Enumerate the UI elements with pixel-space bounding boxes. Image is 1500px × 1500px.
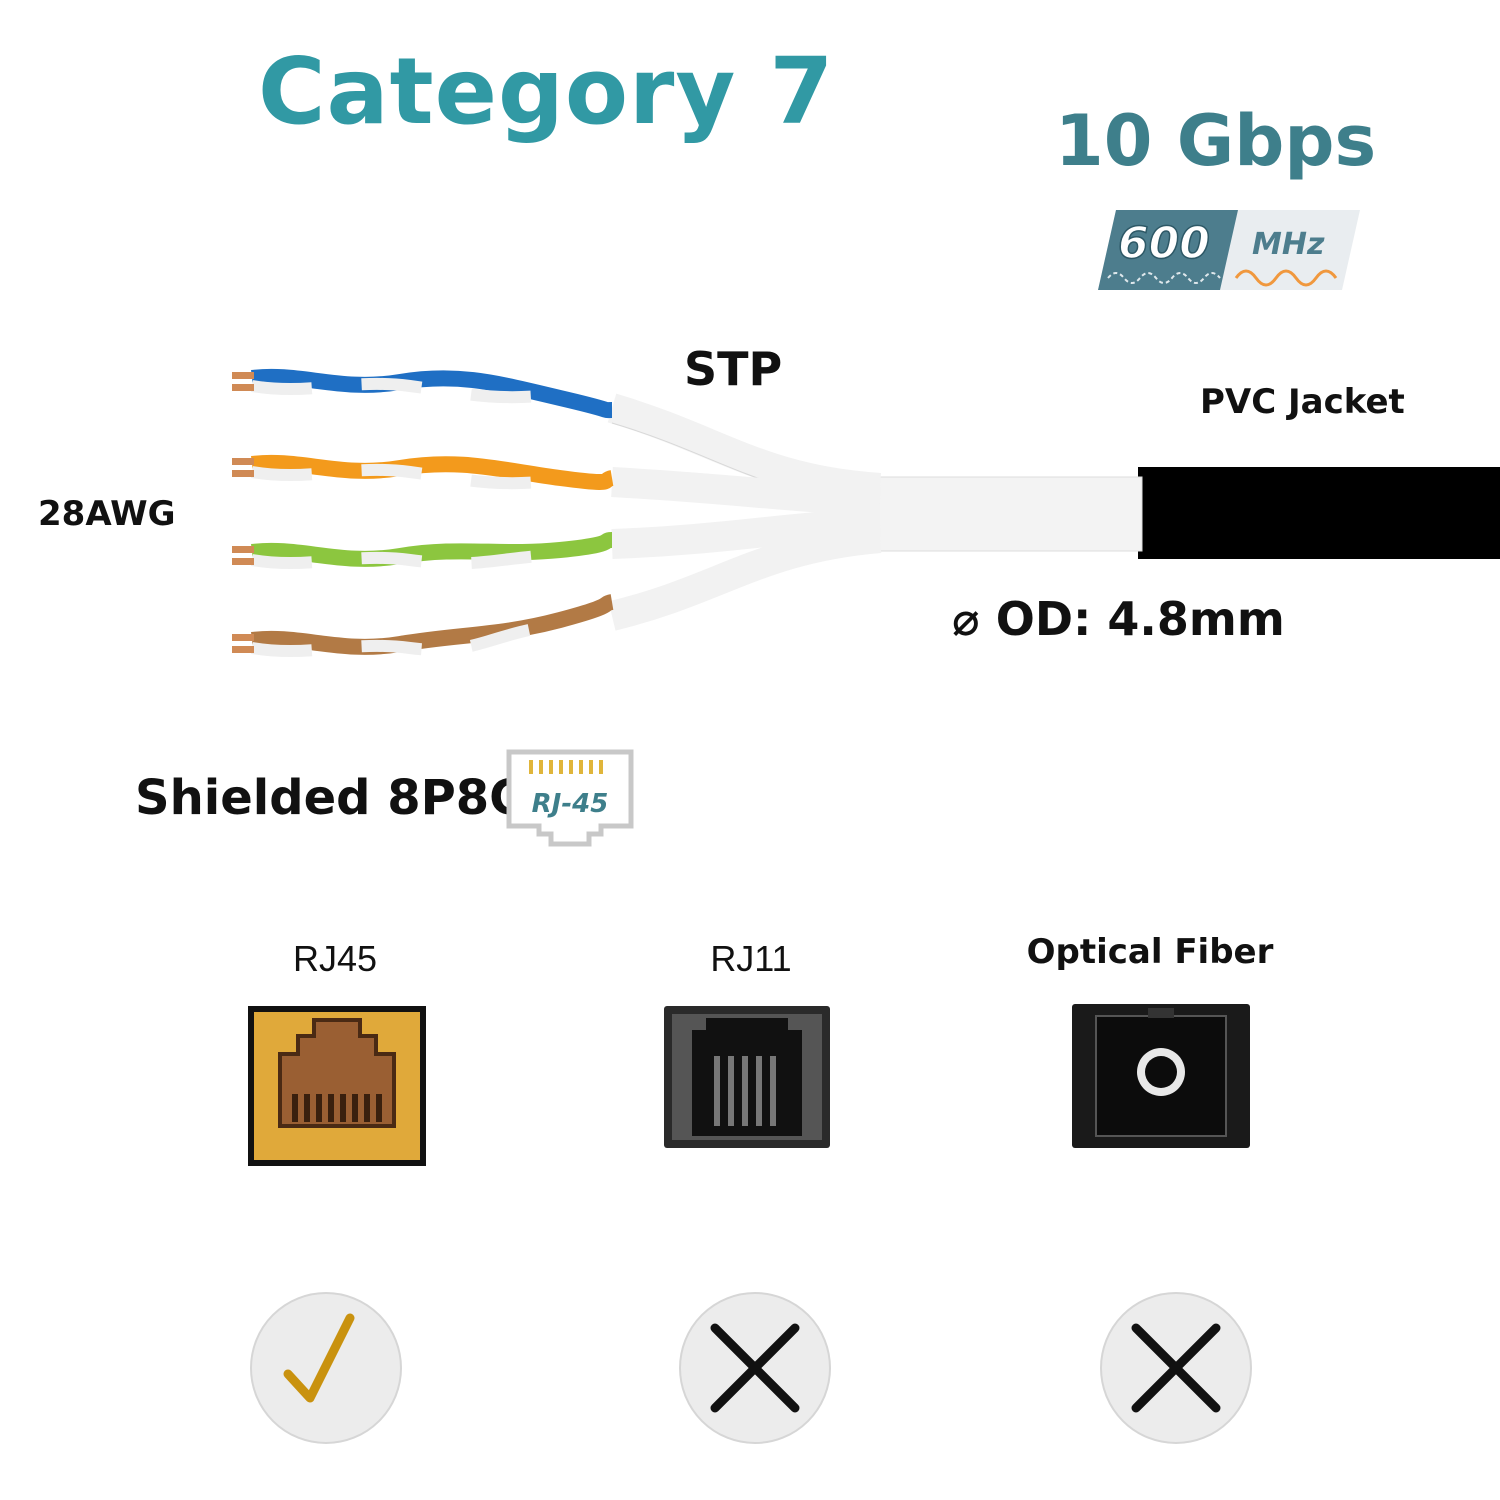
incompatible-cross-icon — [1100, 1292, 1252, 1444]
frequency-badge: 600 MHz — [1098, 210, 1360, 290]
compatible-check-icon — [250, 1292, 402, 1444]
frequency-value: 600 — [1118, 218, 1210, 269]
speed-label: 10 Gbps — [1055, 100, 1377, 182]
outer-diameter-label: ⌀ OD: 4.8mm — [952, 592, 1285, 646]
optical-fiber-port-icon — [1072, 1004, 1250, 1148]
wire-gauge-label: 28AWG — [38, 494, 176, 534]
twisted-pair-green — [232, 532, 613, 570]
compat-label-rj45: RJ45 — [292, 938, 378, 979]
pvc-jacket-label: PVC Jacket — [1200, 382, 1405, 422]
twisted-pair-brown — [232, 594, 614, 658]
connector-label: Shielded 8P8C — [135, 770, 525, 826]
twisted-pair-blue — [232, 368, 613, 419]
cable-sheath — [875, 476, 1143, 552]
rj45-icon-text: RJ-45 — [532, 789, 609, 819]
twisted-pair-orange — [232, 454, 614, 491]
compat-label-optical-fiber: Optical Fiber — [1026, 932, 1274, 972]
stp-label: STP — [684, 342, 783, 396]
compat-label-rj11: RJ11 — [710, 938, 792, 979]
rj45-port-icon — [248, 1006, 426, 1166]
incompatible-cross-icon — [679, 1292, 831, 1444]
rj11-port-icon — [664, 1006, 830, 1148]
frequency-unit: MHz — [1252, 227, 1325, 262]
page-title: Category 7 — [258, 38, 835, 145]
rj45-connector-icon: RJ-45 — [506, 749, 634, 847]
pvc-jacket — [1138, 467, 1500, 559]
cable-illustration — [232, 368, 1500, 658]
